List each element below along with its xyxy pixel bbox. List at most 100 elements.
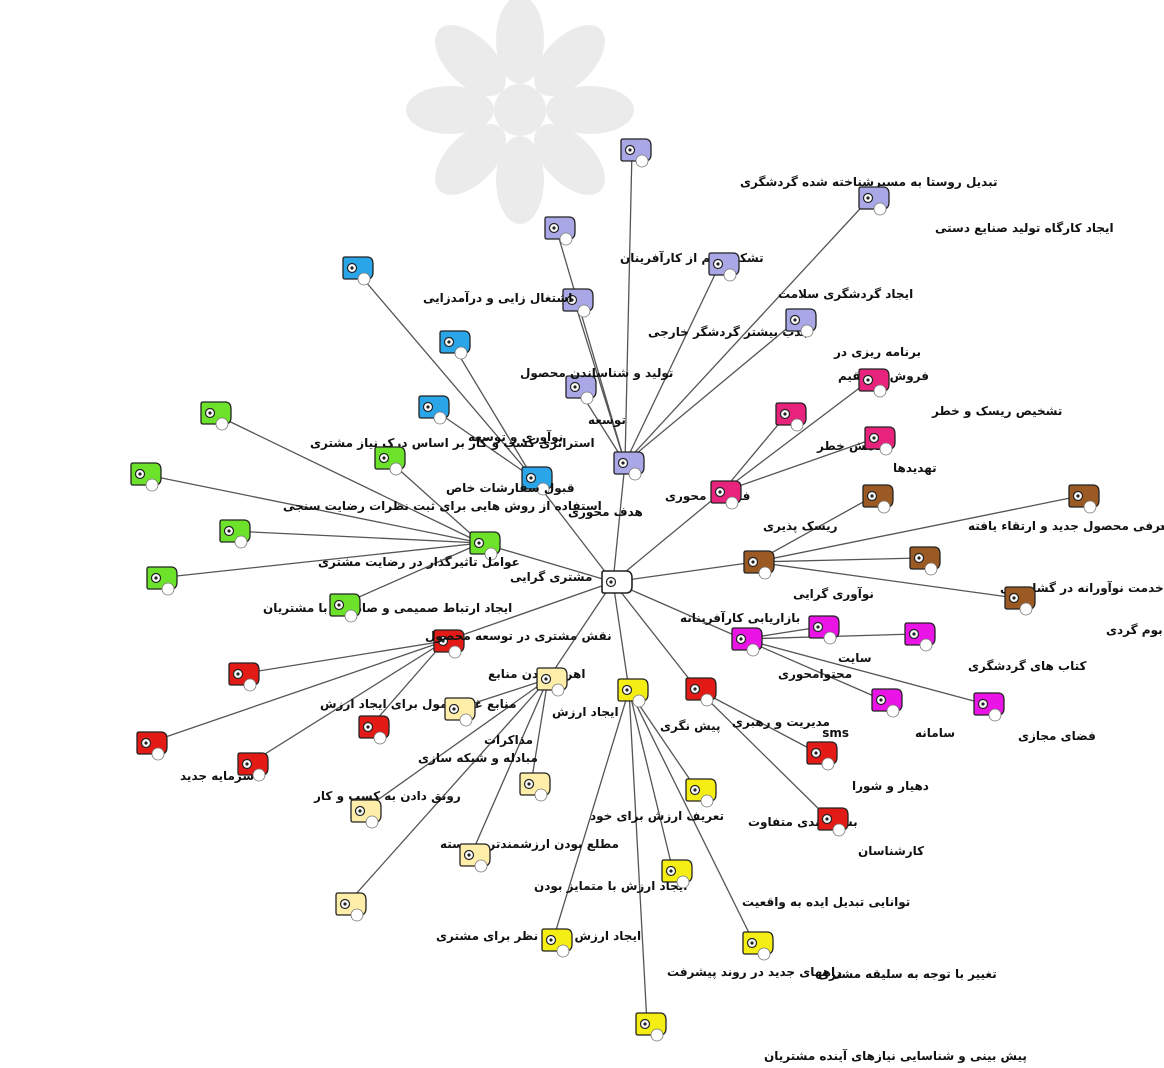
edge-root-ahrom — [444, 581, 614, 642]
edge-arzesh-v2 — [530, 678, 549, 785]
leaf-node-icon-h2 — [439, 330, 471, 360]
edge-ahrom-a4 — [248, 640, 446, 765]
edge-risk-r1 — [721, 379, 871, 493]
leaf-node-icon-c4 — [973, 692, 1005, 722]
edge-forsat-f5 — [573, 299, 626, 464]
hub-node-label-moshtari: مشتری گرایی — [510, 570, 592, 584]
leaf-node-icon-a1 — [228, 662, 260, 692]
leaf-node-icon-p2 — [661, 859, 693, 889]
leaf-node-icon-f7 — [565, 375, 597, 405]
leaf-node-label-r3: تهدیدها — [893, 461, 937, 475]
hub-node-label-modiriat: مدیریت و رهبری — [732, 715, 830, 730]
edge-forsat-f1 — [624, 149, 633, 464]
edge-forsat-f3 — [555, 227, 626, 464]
leaf-node-icon-f4 — [708, 252, 740, 282]
root-node-label: بازاریابی کارآفرینانه — [680, 610, 800, 625]
leaf-node-icon-v1 — [444, 697, 476, 727]
edge-root-hadaf — [532, 477, 614, 583]
leaf-node-label-v4: ایجاد ارزش با متمایز بودن — [534, 879, 687, 894]
leaf-node-label-m3: استفاده از روش هایی برای ثبت نظرات رضایت… — [283, 499, 602, 514]
edge-hadaf-h3 — [429, 406, 534, 479]
edge-root-mohtava — [612, 581, 744, 640]
leaf-node-icon-a3 — [358, 715, 390, 745]
hub-node-icon-ahrom — [433, 629, 465, 659]
leaf-node-label-h1: اشتغال زایی و درآمدزایی — [423, 290, 572, 306]
hub-node-icon-forsat — [613, 451, 645, 481]
leaf-node-icon-p3 — [541, 928, 573, 958]
edge-moshtari-m2 — [385, 457, 482, 544]
leaf-node-label-m6: نقش مشتری در توسعه محصول — [425, 629, 612, 644]
edge-moshtari-m6 — [340, 542, 482, 606]
leaf-node-label-a4: رونق دادن به کسب و کار — [313, 789, 461, 804]
edge-moshtari-m1 — [211, 412, 482, 544]
hub-node-icon-risk — [710, 480, 742, 510]
edge-hadaf-h2 — [450, 341, 534, 479]
leaf-node-label-n4: خدمت نوآورانه در بوم گردی — [1106, 622, 1164, 638]
leaf-node-label-m1: استراتژی کسب و کار بر اساس درک نیاز مشتر… — [310, 436, 595, 451]
edge-moshtari-m5 — [157, 542, 482, 579]
leaf-node-label-a1: منابع غیرمعمول برای ایجاد ارزش — [320, 697, 517, 712]
leaf-node-icon-a2 — [136, 731, 168, 761]
edge-modiriat-d1 — [696, 688, 819, 754]
hub-node-icon-modiriat — [685, 677, 717, 707]
leaf-node-label-v2: تعریف ارزش برای خود — [590, 809, 724, 824]
leaf-node-label-h2: تولید و شناساندن محصول — [520, 366, 673, 381]
edge-ahrom-a3 — [369, 640, 446, 728]
leaf-node-icon-v5 — [335, 892, 367, 922]
leaf-node-label-a3: مبادله و شبکه سازی — [418, 751, 538, 766]
edge-moshtari-m4 — [230, 530, 482, 544]
leaf-node-icon-d2 — [817, 807, 849, 837]
watermark-logo — [406, 0, 634, 224]
edge-pishnegari-p4 — [628, 689, 755, 944]
edge-forsat-f6 — [624, 319, 798, 464]
leaf-node-icon-c3 — [871, 688, 903, 718]
edge-ahrom-a1 — [239, 640, 446, 675]
edge-hadaf-h1 — [353, 267, 534, 479]
edge-noavari-n3 — [754, 557, 922, 563]
edge-pishnegari-p5 — [628, 689, 648, 1025]
leaf-node-icon-f5 — [562, 288, 594, 318]
leaf-node-label-p2: توانایی تبدیل ایده به واقعیت — [742, 895, 910, 910]
leaf-node-icon-n1 — [862, 484, 894, 514]
leaf-node-icon-h3 — [418, 395, 450, 425]
leaf-node-icon-p5 — [635, 1012, 667, 1042]
hub-node-icon-pishnegari — [617, 678, 649, 708]
hub-node-label-mohtava: محتوامحوری — [778, 667, 852, 682]
leaf-node-label-f1: تبدیل روستا به مسیرشناخته شده گردشگری — [740, 175, 998, 190]
leaf-node-icon-m4 — [219, 519, 251, 549]
leaf-node-label-m4: عوامل تاثیرگذار در رضایت مشتری — [318, 555, 520, 570]
leaf-node-icon-h1 — [342, 256, 374, 286]
edge-root-arzesh — [547, 581, 614, 680]
leaf-node-label-f4: ایجاد گردشگری سلامت — [778, 287, 913, 301]
hub-node-label-hadaf: هدف محوری — [568, 505, 643, 520]
leaf-node-icon-n4 — [1004, 586, 1036, 616]
leaf-node-label-d1: دهیار و شورا — [852, 779, 929, 794]
leaf-node-prefix-c3: sms — [822, 726, 849, 740]
leaf-node-label-p3: راههای جدید در روند پیشرفت — [667, 965, 842, 980]
edge-arzesh-v3 — [361, 678, 549, 812]
leaf-node-icon-d1 — [806, 741, 838, 771]
leaf-node-label-c3: سامانه — [915, 726, 955, 740]
leaf-node-label-c1: سایت — [838, 651, 872, 665]
hub-node-icon-mohtava — [731, 627, 763, 657]
edge-risk-r3 — [721, 437, 877, 493]
leaf-node-icon-m2 — [374, 446, 406, 476]
leaf-node-label-d2: کارشناسان — [858, 844, 924, 858]
leaf-node-icon-a4 — [237, 752, 269, 782]
hub-node-icon-noavari — [743, 550, 775, 580]
edge-mohtava-c4 — [742, 638, 986, 705]
leaf-node-label-m2: قبول سفارشات خاص — [446, 481, 575, 496]
leaf-node-label-f7: توسعه — [588, 413, 626, 428]
hub-node-icon-arzesh — [536, 667, 568, 697]
leaf-node-icon-m3 — [130, 462, 162, 492]
leaf-node-label-c4: فضای مجازی — [1018, 729, 1096, 743]
leaf-node-icon-n3 — [909, 546, 941, 576]
edge-pishnegari-p2 — [628, 689, 674, 872]
edge-mohtava-c3 — [742, 638, 884, 701]
leaf-node-label-f5: جذب بیشتر گردشگر خارجی — [648, 325, 810, 339]
edge-noavari-n4 — [754, 561, 1017, 599]
leaf-node-label-a2: سرمایه جدید — [180, 769, 254, 783]
leaf-node-icon-n2 — [1068, 484, 1100, 514]
leaf-node-label-c2: کتاب های گردشگری — [968, 659, 1086, 673]
